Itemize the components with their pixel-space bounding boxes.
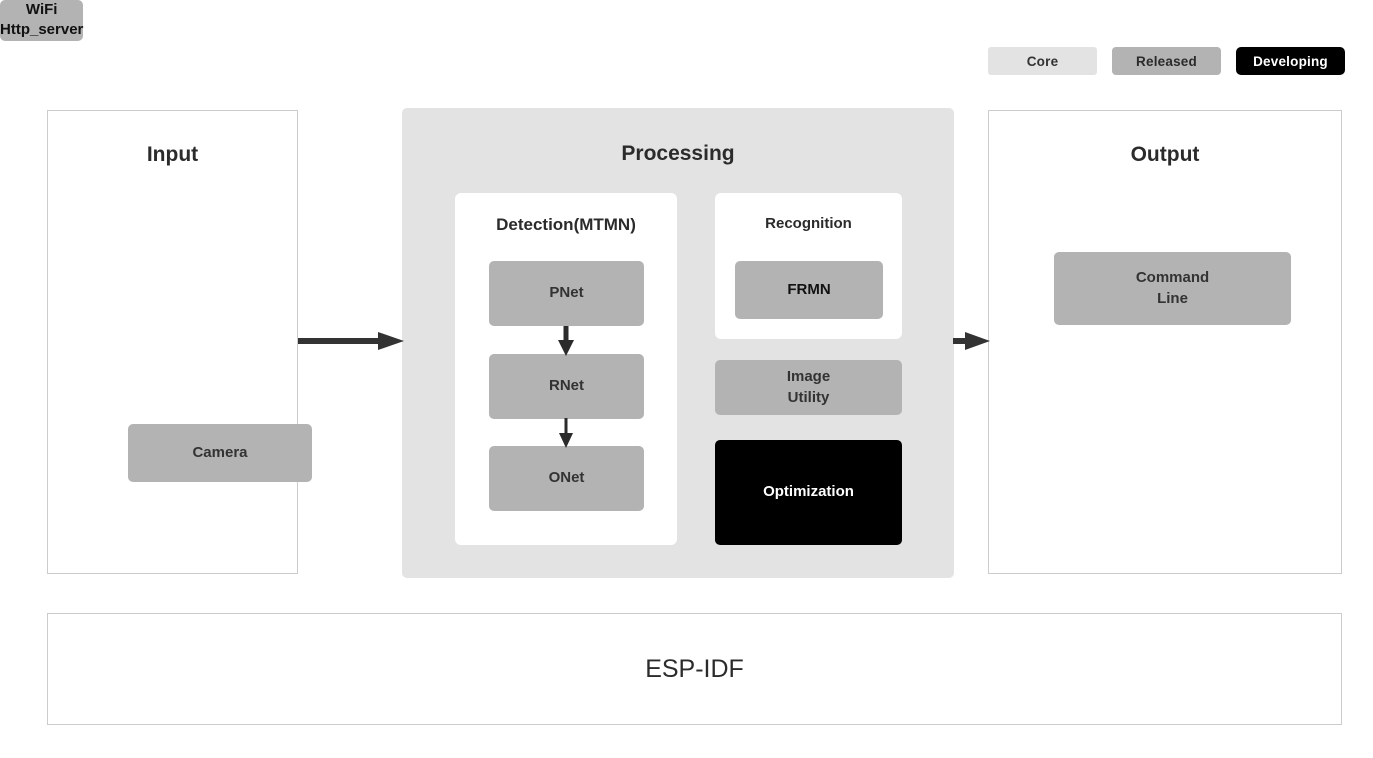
panel-processing-title: Processing (621, 142, 735, 165)
panel-output-title: Output (1130, 143, 1200, 166)
panel-input-title: Input (146, 143, 199, 166)
panel-input: Input Camera (47, 110, 312, 574)
card-recognition-title: Recognition (765, 215, 852, 232)
node-pnet: PNet (489, 261, 644, 326)
card-recognition: Recognition FRMN (715, 193, 902, 339)
legend: Core Released Developing (988, 47, 1345, 75)
legend-badge-released: Released (1112, 47, 1221, 75)
node-camera: Camera (128, 424, 312, 482)
arrow-processing-to-output-icon (953, 332, 990, 350)
node-onet: ONet (489, 446, 644, 511)
arrow-rnet-to-onet-icon (559, 418, 573, 448)
panel-output: Output (988, 110, 1342, 574)
node-command-line: Command Line (1054, 252, 1291, 325)
legend-badge-developing: Developing (1236, 47, 1345, 75)
arrow-pnet-to-rnet-icon (558, 326, 574, 356)
footer-esp-idf: ESP-IDF (47, 613, 1342, 725)
card-detection-title: Detection(MTMN) (496, 215, 636, 234)
node-wifi-http-server: WiFi Http_server (0, 0, 84, 41)
node-frmn: FRMN (735, 261, 883, 319)
legend-badge-core: Core (988, 47, 1097, 75)
card-detection: Detection(MTMN) PNet RNet ONet (455, 193, 677, 545)
node-rnet: RNet (489, 354, 644, 419)
node-optimization: Optimization (715, 440, 902, 545)
footer-label: ESP-IDF (645, 654, 744, 683)
arrow-input-to-processing-icon (298, 332, 404, 350)
node-image-utility: Image Utility (715, 360, 902, 415)
